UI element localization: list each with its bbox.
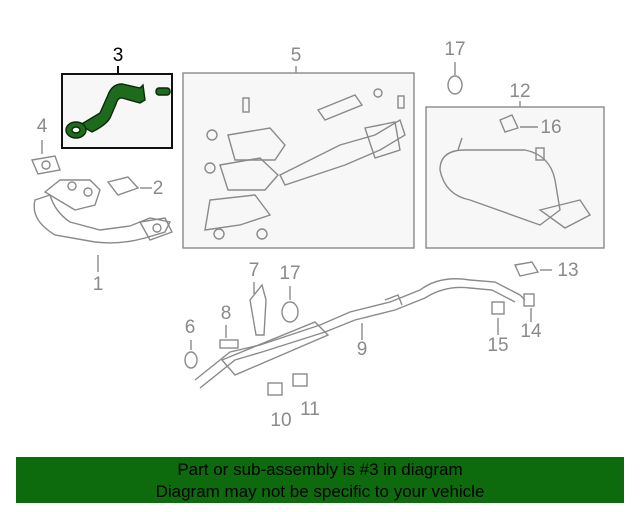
part-5-box bbox=[182, 72, 415, 249]
part-8-bolt bbox=[219, 339, 239, 349]
part-11-bolt bbox=[292, 373, 308, 387]
part-7-bracket bbox=[249, 283, 267, 336]
part-6-gasket bbox=[184, 351, 198, 369]
part-3-pipe-highlighted bbox=[65, 83, 171, 139]
callout-7[interactable]: 7 bbox=[248, 260, 260, 281]
callout-14[interactable]: 14 bbox=[520, 321, 542, 342]
callout-17-lower[interactable]: 17 bbox=[279, 263, 301, 284]
callout-5[interactable]: 5 bbox=[290, 45, 302, 66]
part-5-front-pipe bbox=[204, 88, 406, 240]
callout-6[interactable]: 6 bbox=[184, 317, 196, 338]
callout-1[interactable]: 1 bbox=[92, 274, 104, 295]
part-2-gasket bbox=[106, 176, 140, 196]
part-17-hanger bbox=[447, 75, 463, 95]
callout-8[interactable]: 8 bbox=[220, 303, 232, 324]
part-12-box bbox=[425, 106, 605, 249]
callout-4[interactable]: 4 bbox=[36, 116, 48, 137]
part-4-gasket bbox=[31, 155, 61, 175]
part-16-insulator bbox=[499, 114, 519, 133]
callout-16[interactable]: 16 bbox=[540, 117, 562, 138]
part-17-hanger-lower bbox=[281, 301, 299, 323]
part-15-nut bbox=[491, 301, 505, 315]
callout-3[interactable]: 3 bbox=[112, 45, 124, 66]
banner-line-2: Diagram may not be specific to your vehi… bbox=[155, 482, 485, 501]
banner-line-1: Part or sub-assembly is #3 in diagram bbox=[177, 460, 463, 479]
callout-11[interactable]: 11 bbox=[300, 399, 320, 420]
callout-12[interactable]: 12 bbox=[509, 81, 531, 102]
info-banner: Part or sub-assembly is #3 in diagram Di… bbox=[16, 457, 624, 503]
part-12-muffler bbox=[439, 137, 592, 229]
callout-10[interactable]: 10 bbox=[270, 410, 292, 431]
part-10-nut bbox=[267, 382, 283, 396]
part-13-gasket bbox=[513, 261, 540, 277]
part-9-center-pipe bbox=[194, 278, 526, 389]
callout-17-top[interactable]: 17 bbox=[444, 39, 466, 60]
callout-13[interactable]: 13 bbox=[557, 260, 579, 281]
callout-15[interactable]: 15 bbox=[487, 335, 509, 356]
callout-9[interactable]: 9 bbox=[356, 339, 368, 360]
part-14-bolt bbox=[523, 293, 535, 307]
part-1-manifold bbox=[33, 179, 173, 272]
callout-2[interactable]: 2 bbox=[152, 178, 164, 199]
